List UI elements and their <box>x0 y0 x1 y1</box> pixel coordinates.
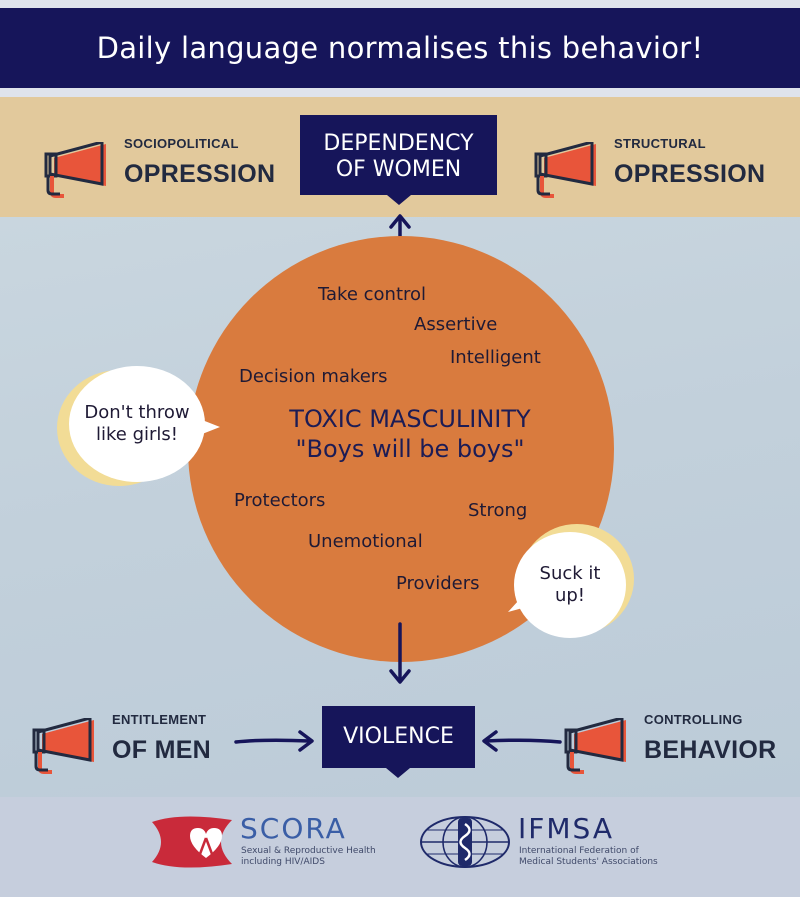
scora-name: SCORA <box>240 812 347 845</box>
circle-title: TOXIC MASCULINITY <box>289 405 531 433</box>
top-left-big-label: OPRESSION <box>124 160 276 188</box>
word-take-control: Take control <box>318 284 427 305</box>
box-tail <box>386 768 410 778</box>
page-title: Daily language normalises this behavior! <box>96 31 704 65</box>
header-bar <box>0 8 800 88</box>
speech-bubble-right: Suck it up! <box>514 532 626 638</box>
scora-logo-icon <box>152 816 232 868</box>
word-providers: Providers <box>396 573 480 594</box>
bottom-left-big-label: OF MEN <box>112 736 212 764</box>
violence-box: VIOLENCE <box>322 706 475 768</box>
megaphone-icon <box>564 718 626 774</box>
bubble-left-line2: like girls! <box>95 424 178 445</box>
bubble-left-line1: Don't throw <box>84 401 190 423</box>
word-intelligent: Intelligent <box>450 347 541 368</box>
arrow-left-icon <box>482 730 562 752</box>
box-tail <box>387 195 411 205</box>
arrow-right-icon <box>234 730 314 752</box>
bottom-left-small-label: ENTITLEMENT <box>112 712 207 727</box>
dependency-line1: DEPENDENCY <box>323 131 474 156</box>
ifmsa-name: IFMSA <box>518 812 614 845</box>
speech-bubble-left: Don't throw like girls! <box>69 366 205 482</box>
word-assertive: Assertive <box>414 314 498 335</box>
megaphone-icon <box>44 142 106 198</box>
logo-band <box>0 797 800 897</box>
megaphone-icon <box>32 718 94 774</box>
top-right-small-label: STRUCTURAL <box>614 136 706 151</box>
dependency-box: DEPENDENCY OF WOMEN <box>300 115 497 195</box>
scora-subtitle: Sexual & Reproductive Health including H… <box>241 846 376 868</box>
word-decision-makers: Decision makers <box>239 366 388 387</box>
circle-subtitle: "Boys will be boys" <box>295 435 525 463</box>
word-unemotional: Unemotional <box>308 531 423 552</box>
top-left-small-label: SOCIOPOLITICAL <box>124 136 239 151</box>
word-strong: Strong <box>468 500 528 521</box>
megaphone-icon <box>534 142 596 198</box>
bubble-right-line2: up! <box>554 585 586 606</box>
scora-line1: Sexual & Reproductive Health <box>241 846 376 856</box>
top-right-big-label: OPRESSION <box>614 160 766 188</box>
ifmsa-line2: Medical Students' Associations <box>519 856 658 867</box>
bottom-right-big-label: BEHAVIOR <box>644 736 777 764</box>
dependency-line2: OF WOMEN <box>335 157 462 182</box>
word-protectors: Protectors <box>234 490 326 511</box>
ifmsa-line1: International Federation of <box>519 846 639 856</box>
ifmsa-subtitle: International Federation of Medical Stud… <box>519 846 658 868</box>
bottom-right-small-label: CONTROLLING <box>644 712 743 727</box>
arrow-down-icon <box>389 622 411 684</box>
scora-line2: including HIV/AIDS <box>241 856 325 867</box>
ifmsa-logo-icon <box>420 816 510 868</box>
bubble-right-line1: Suck it <box>539 562 601 584</box>
